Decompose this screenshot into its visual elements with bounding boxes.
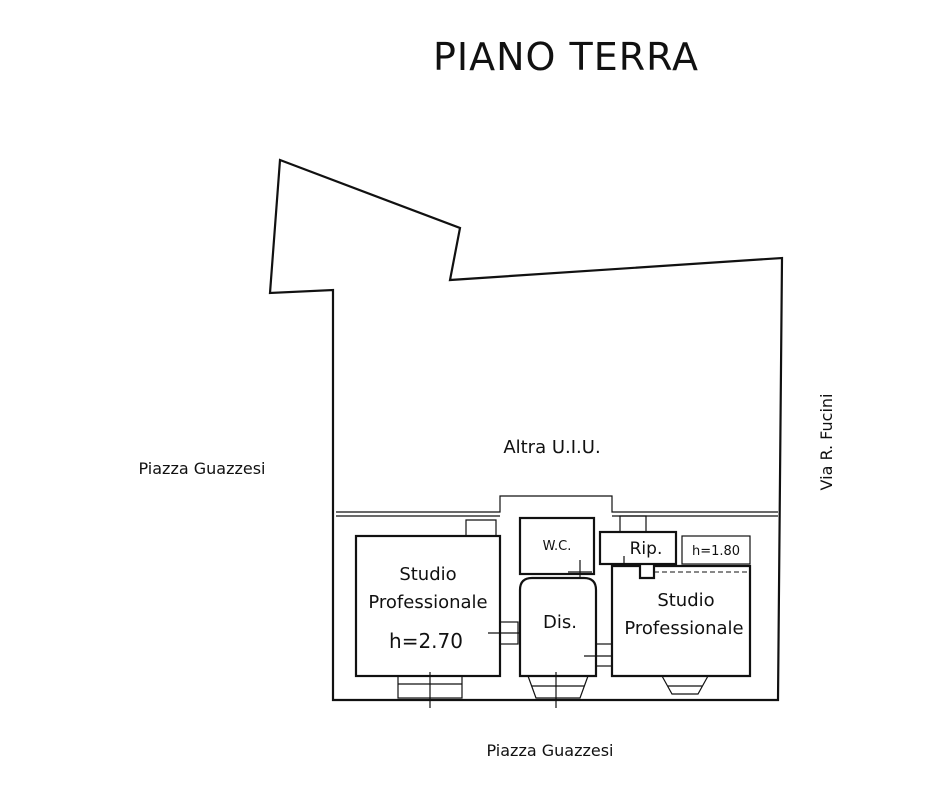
room-studio-left [354, 534, 502, 678]
studio-left-nook [465, 519, 497, 536]
studio-right-line2: Professionale [624, 618, 743, 639]
plan-title: PIANO TERRA [433, 35, 699, 79]
dis-label: Dis. [543, 612, 577, 633]
studio-left-line2: Professionale [368, 592, 487, 613]
rip-nook [619, 515, 647, 532]
street-label-bottom: Piazza Guazzesi [487, 741, 614, 760]
street-label-right: Via R. Fucini [817, 394, 836, 491]
room-dis [518, 576, 598, 678]
studio-right-window [661, 675, 709, 695]
building-outline [268, 158, 784, 702]
studio-left-line1: Studio [399, 564, 456, 585]
other-unit-label: Altra U.I.U. [503, 437, 600, 458]
studio-right-line1: Studio [657, 590, 714, 611]
room-studio-right [610, 564, 752, 678]
street-label-left: Piazza Guazzesi [139, 459, 266, 478]
dis-bottom-door [527, 675, 589, 699]
low-ceiling-area [681, 535, 751, 565]
wc-label: W.C. [543, 539, 572, 554]
low-height-label: h=1.80 [692, 544, 740, 559]
room-wc [518, 516, 596, 576]
room-rip [598, 530, 678, 566]
rip-label: Rip. [630, 539, 663, 559]
unit-division-wall [336, 495, 778, 513]
studio-left-height: h=2.70 [389, 629, 463, 653]
